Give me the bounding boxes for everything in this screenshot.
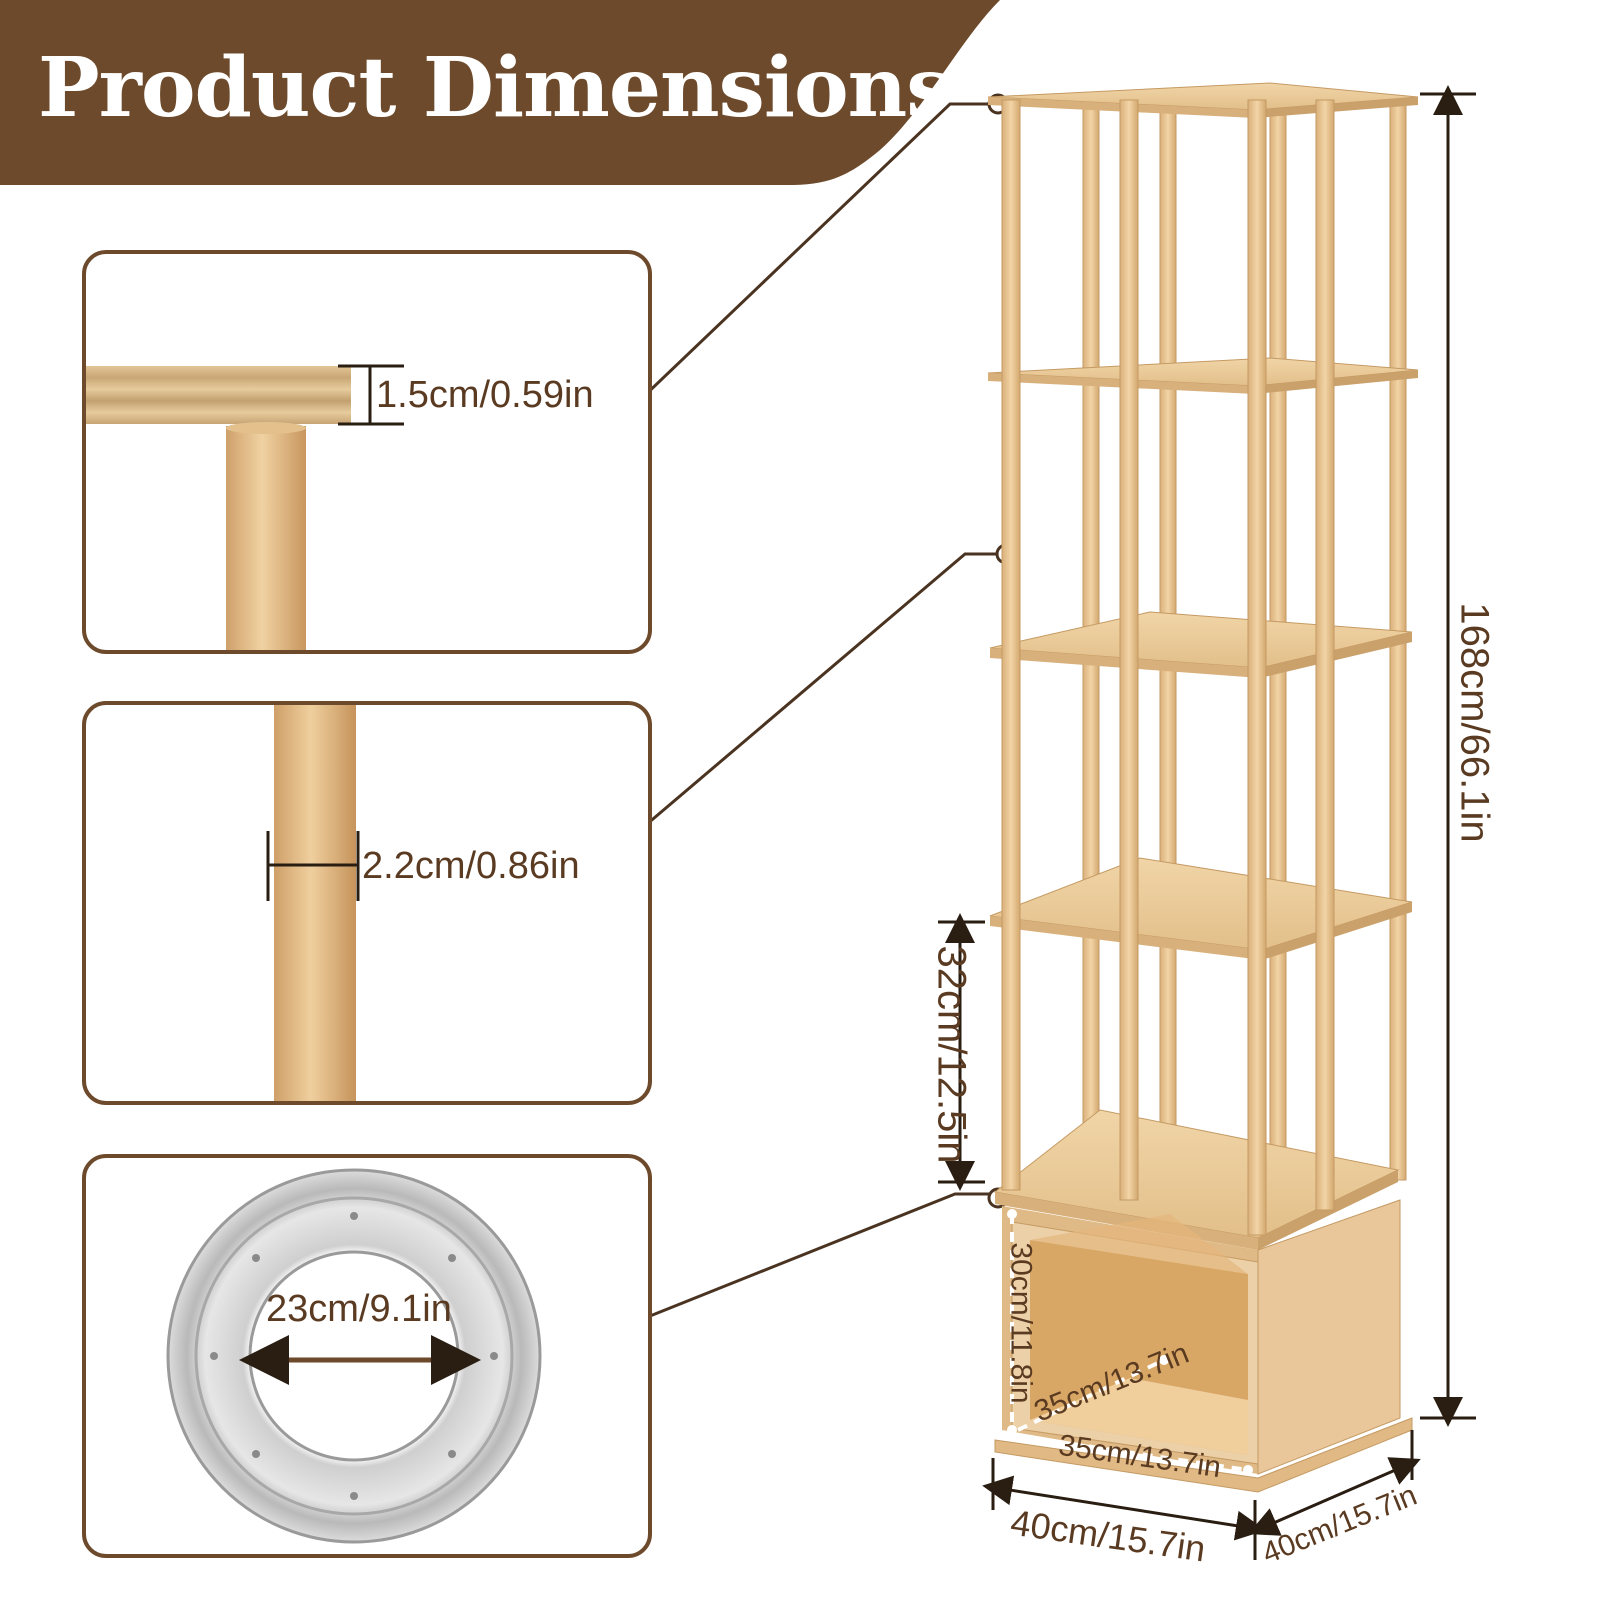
- turntable-panel: 23cm/9.1in: [82, 1154, 652, 1558]
- height-dimension: [1420, 85, 1476, 1427]
- page-title: Product Dimensions: [38, 40, 952, 136]
- cabinet-box: [994, 1199, 1413, 1493]
- rod-diameter-label: 2.2cm/0.86in: [362, 845, 580, 887]
- shelves: [987, 82, 1419, 1250]
- title-banner: [0, 0, 1000, 185]
- inner-width-dimension: [1017, 1434, 1249, 1472]
- turntable-diameter-label: 23cm/9.1in: [266, 1288, 452, 1330]
- inner-depth-dimension: [1017, 1358, 1165, 1432]
- board-thickness-label: 1.5cm/0.59in: [376, 374, 594, 416]
- cabinet-height-label: 30cm/11.8in: [1004, 1242, 1038, 1404]
- total-height-label: 168cm/66.1in: [1452, 602, 1497, 843]
- tier-height-label: 32cm/12.5in: [929, 945, 974, 1164]
- tier-height-dimension: [938, 913, 985, 1191]
- front-rods: [1001, 99, 1335, 1236]
- board-thickness-panel: 1.5cm/0.59in: [82, 250, 652, 654]
- leader-lines: [638, 102, 1003, 1322]
- outer-depth-dimension: [1248, 1430, 1421, 1536]
- rod-diameter-panel: 2.2cm/0.86in: [82, 701, 652, 1105]
